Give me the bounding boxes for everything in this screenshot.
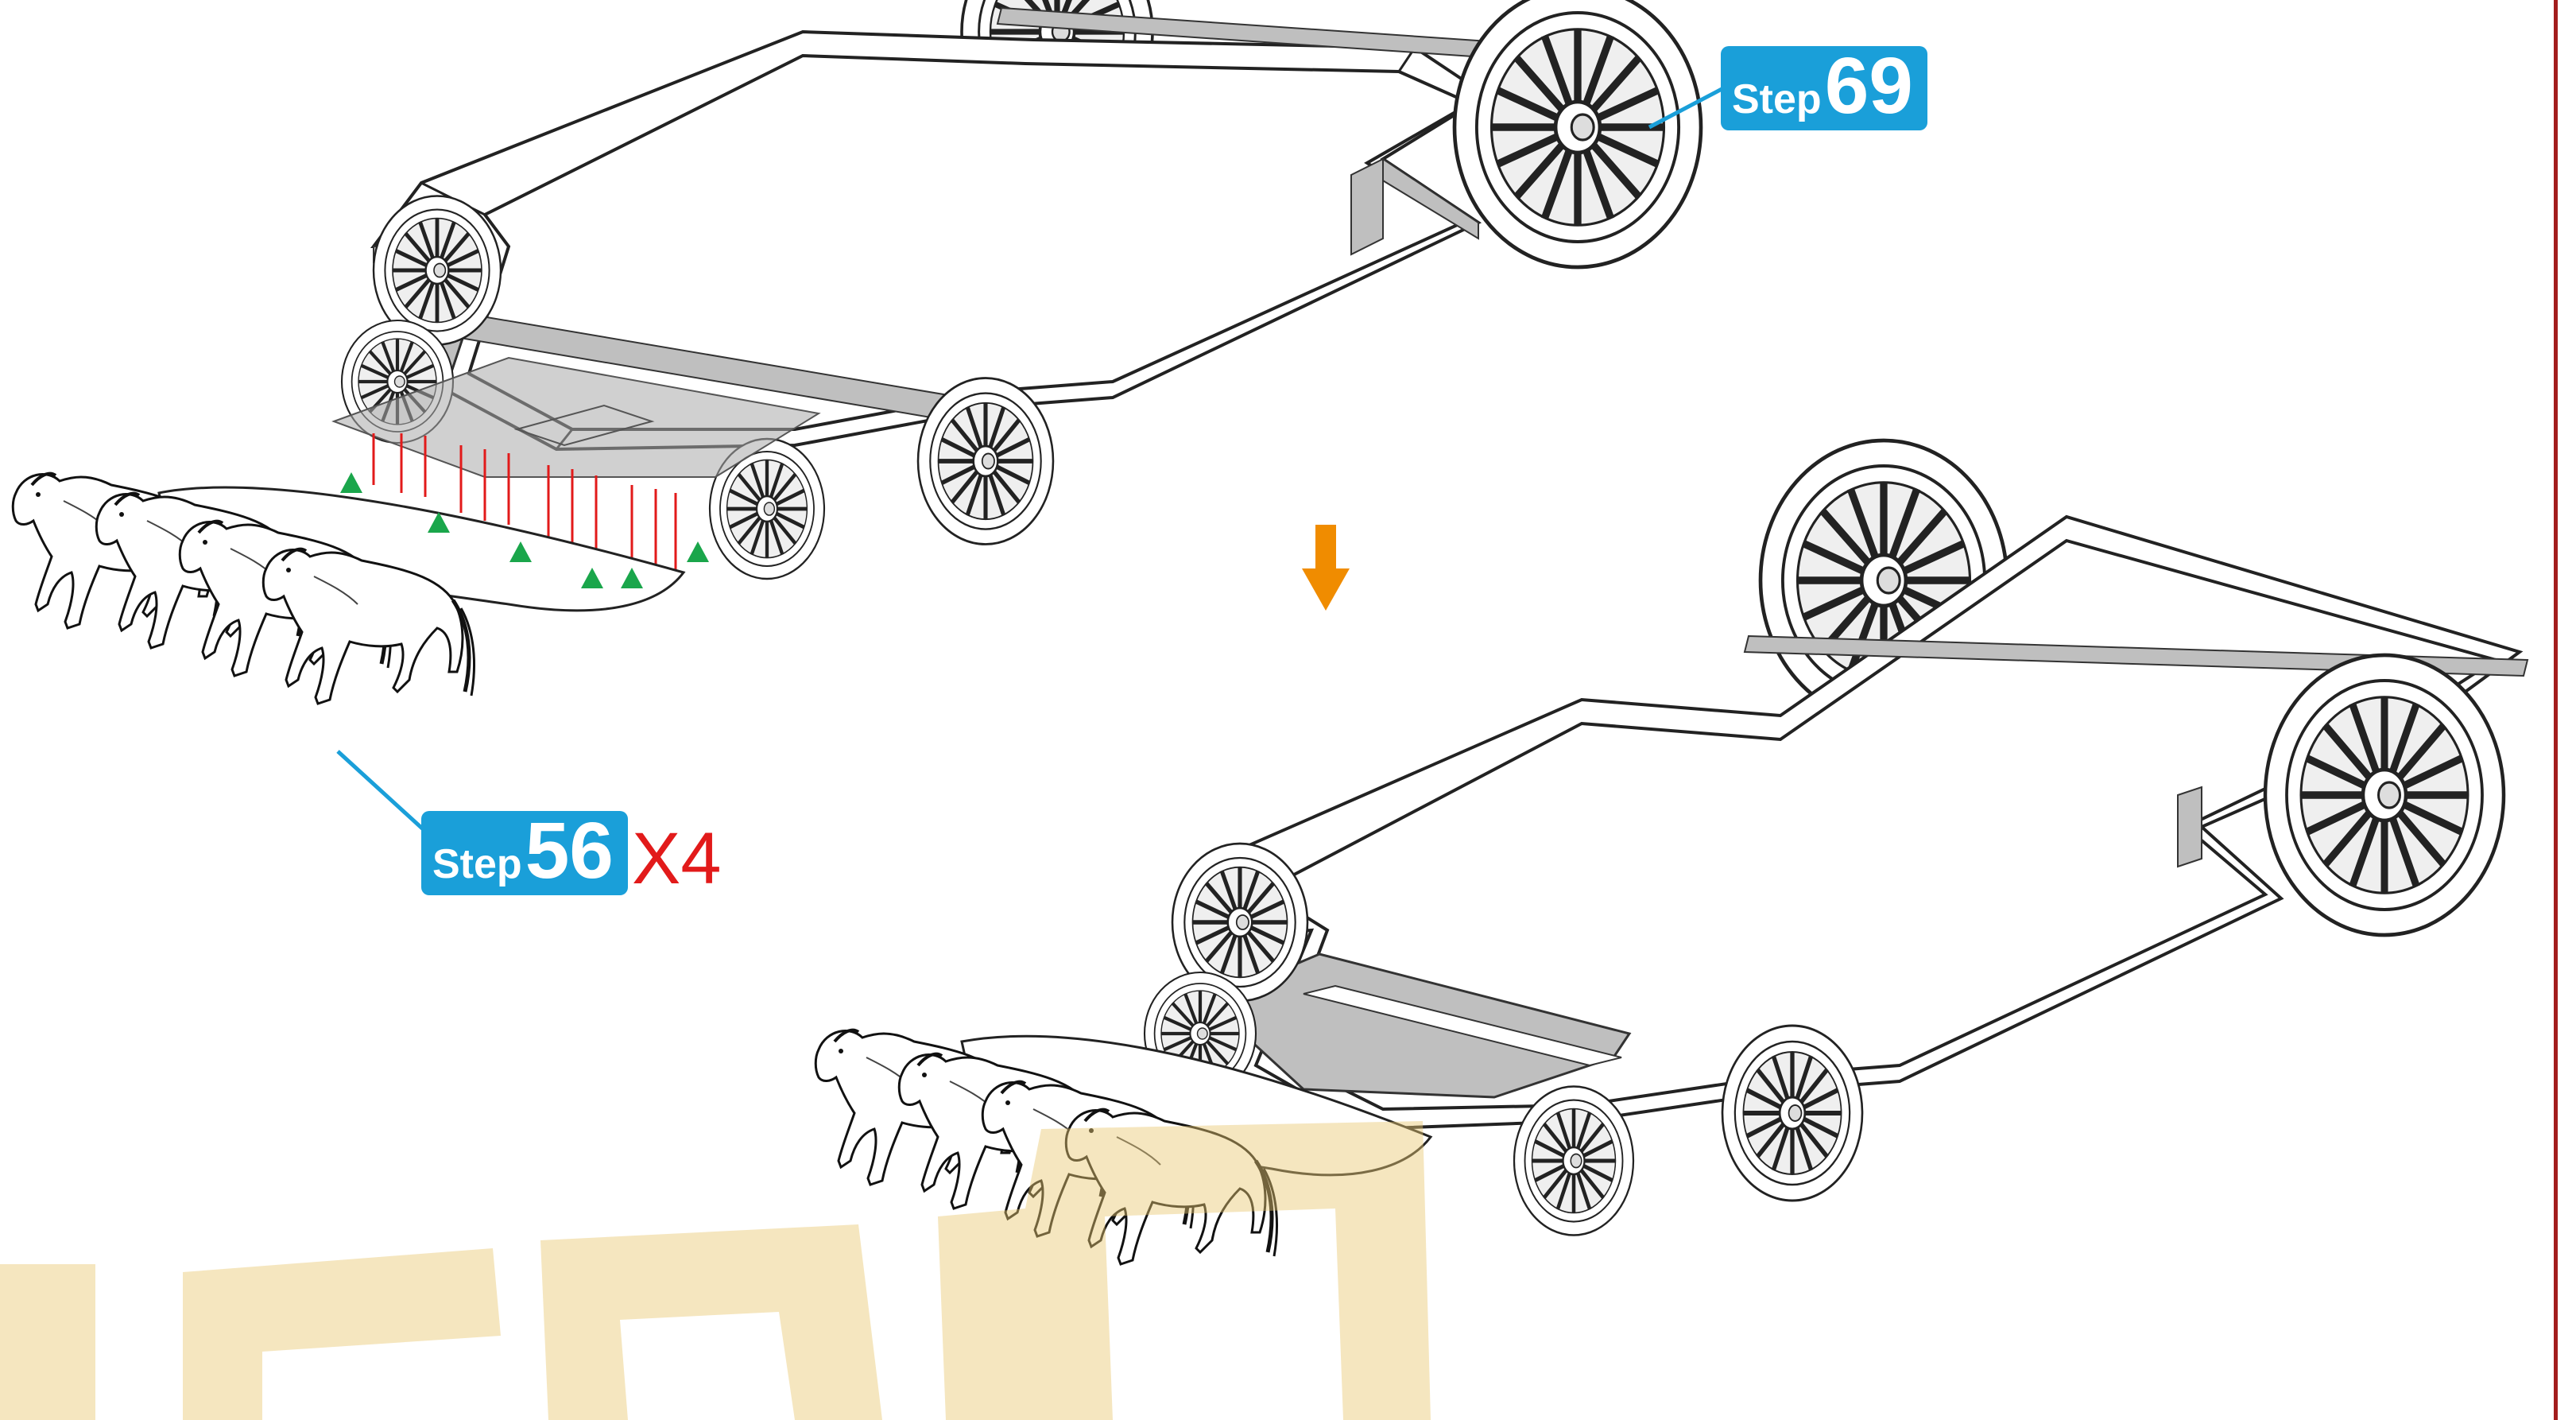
quantity-multiplier: X4: [632, 819, 722, 898]
horse-team-top: [13, 474, 684, 704]
step-callout-word: Step: [1732, 76, 1822, 123]
step-callout-number: 56: [525, 811, 614, 890]
green-triangle-marker-icon: [687, 541, 709, 562]
step-callout-69: Step 69: [1721, 46, 1927, 130]
watermark-logo: [0, 1121, 1431, 1420]
down-arrow-icon: [1302, 525, 1350, 611]
green-triangle-marker-icon: [340, 472, 362, 493]
wheel-icon: [1514, 1087, 1633, 1236]
wheel-icon: [1722, 1026, 1862, 1201]
step-callout-56: Step 56: [421, 811, 628, 895]
callout-leader-56: [338, 751, 429, 835]
page-border: [2554, 0, 2558, 1420]
wheel-icon: [918, 378, 1053, 545]
wheel-icon: [1455, 0, 1701, 267]
carriage-exploded-view: [13, 0, 1725, 835]
step-callout-number: 69: [1825, 46, 1913, 126]
wheel-icon: [2265, 655, 2504, 935]
step-callout-word: Step: [432, 840, 522, 888]
